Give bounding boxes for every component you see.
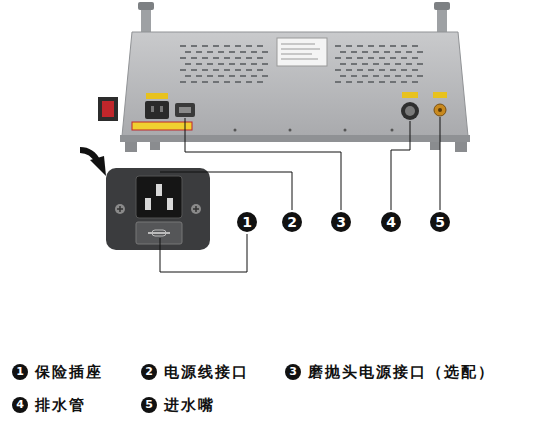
feet <box>125 142 467 152</box>
callout-text: 5 <box>141 397 157 413</box>
base-ledge <box>120 135 470 142</box>
callout-text: 1 <box>12 364 28 380</box>
callout-number: 1 <box>237 212 257 232</box>
callout-circle <box>12 364 28 380</box>
power-socket <box>132 93 192 130</box>
callout-circle <box>12 397 28 413</box>
part-name: 电源线接口 <box>164 362 249 382</box>
callout-number: 5 <box>141 397 157 413</box>
screws <box>234 129 394 132</box>
callout-circle <box>282 212 302 232</box>
callout-number: 3 <box>331 212 351 232</box>
callout-text: 3 <box>331 212 351 232</box>
callout-text: 2 <box>141 364 157 380</box>
callout-number: 5 <box>430 212 450 232</box>
callout-circle <box>381 212 401 232</box>
water-inlet <box>433 92 447 116</box>
callout-text: 5 <box>430 212 450 232</box>
part-name: 排水管 <box>35 395 86 415</box>
callout-number: 4 <box>12 397 28 413</box>
zoom-arrow <box>80 150 106 176</box>
callout-text: 1 <box>237 212 257 232</box>
callout-number: 1 <box>12 364 28 380</box>
rating-sticker <box>277 38 327 66</box>
power-switch <box>98 97 118 121</box>
callout-number: 2 <box>141 364 157 380</box>
leader-lines <box>160 117 440 272</box>
callout-text: 4 <box>12 397 28 413</box>
part-name: 保险插座 <box>35 362 103 382</box>
callout-circle <box>285 364 301 380</box>
callout-text: 4 <box>381 212 401 232</box>
callout-text: 2 <box>282 212 302 232</box>
callout-circle <box>237 212 257 232</box>
callout-circle <box>331 212 351 232</box>
callout-circle <box>430 212 450 232</box>
part-name: 进水嘴 <box>164 395 215 415</box>
head-socket <box>175 103 195 117</box>
part-name: 磨抛头电源接口（选配） <box>308 362 495 382</box>
machine-body <box>122 32 468 136</box>
callout-number: 4 <box>381 212 401 232</box>
callout-number: 3 <box>285 364 301 380</box>
callout-circle <box>141 364 157 380</box>
callout-number: 2 <box>282 212 302 232</box>
drain-pipe <box>401 92 419 120</box>
callout-circle <box>141 397 157 413</box>
socket-closeup <box>106 168 210 250</box>
callout-text: 3 <box>285 364 301 380</box>
